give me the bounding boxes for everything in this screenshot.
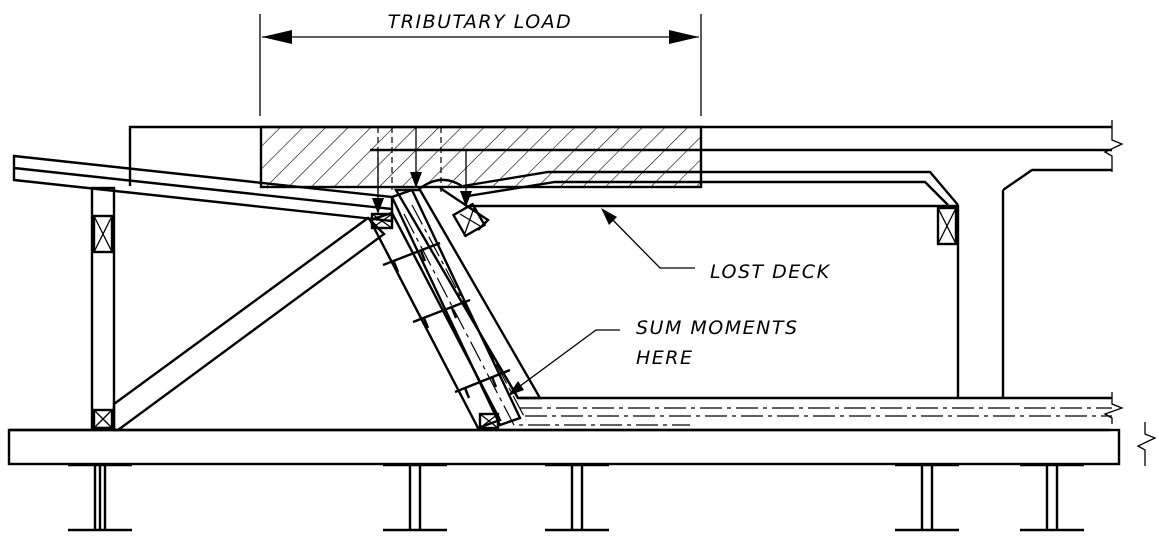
steel-i-beams (68, 463, 1084, 532)
tributary-load-label: TRIBUTARY LOAD (388, 11, 573, 33)
bottom-beam (7, 422, 1157, 466)
lost-deck-callout: LOST DECK (601, 208, 831, 283)
sum-moments-label-line2: HERE (636, 347, 694, 369)
lost-deck-box (462, 168, 1124, 424)
i-beam-5 (1020, 463, 1084, 532)
tributary-hatched-area (259, 125, 703, 189)
lost-deck-label: LOST DECK (710, 261, 831, 283)
sum-moments-label-line1: SUM MOMENTS (636, 317, 799, 339)
load-arrows (372, 127, 472, 214)
i-beam-3 (545, 463, 609, 532)
tributary-load-dimension: TRIBUTARY LOAD (259, 11, 702, 116)
sum-moments-callout: SUM MOMENTS HERE (508, 317, 799, 396)
tie-bolts (382, 241, 511, 399)
i-beam-4 (895, 463, 959, 532)
diagonal-brace (112, 216, 386, 432)
right-inclined-member (393, 178, 543, 400)
top-deck-slab (128, 120, 1124, 189)
i-beam-2 (383, 463, 447, 532)
i-beam-1 (68, 463, 132, 532)
left-vertical-post (90, 186, 116, 430)
